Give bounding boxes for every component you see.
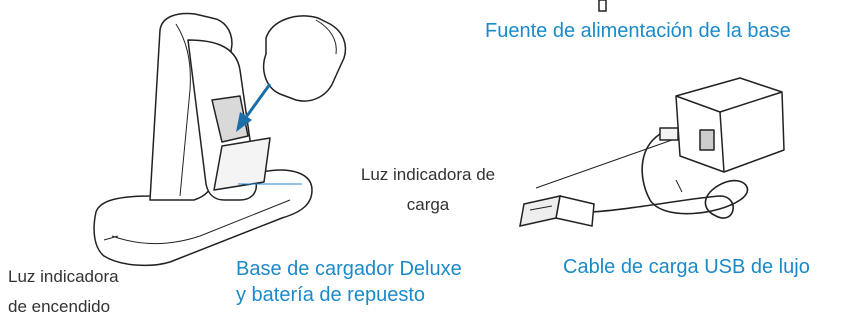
usb-power-adapter xyxy=(659,77,785,173)
usb-cable xyxy=(589,133,749,219)
usb-plug xyxy=(519,195,595,227)
spare-battery xyxy=(262,15,347,102)
power-light-label-line1: Luz indicadora xyxy=(8,267,119,286)
charge-indicator-label: Luz indicadora de carga xyxy=(338,160,518,220)
power-supply-label: Fuente de alimentación de la base xyxy=(485,20,791,42)
usb-cable-label: Cable de carga USB de lujo xyxy=(563,256,810,278)
usb-cable-leader xyxy=(535,139,673,189)
plug-icon xyxy=(598,0,607,12)
charger-base xyxy=(93,12,313,267)
power-light-leader xyxy=(103,235,119,241)
base-label-line1: Base de cargador Deluxe xyxy=(236,258,462,280)
base-and-battery-label: Base de cargador Deluxe y batería de rep… xyxy=(236,256,462,308)
charge-indicator-label-line2: carga xyxy=(406,195,450,214)
charge-indicator-label-line1: Luz indicadora de xyxy=(360,165,496,184)
power-light-label-line2: de encendido xyxy=(8,297,111,316)
power-light-label: Luz indicadora de encendido xyxy=(8,262,119,322)
base-label-line2: y batería de repuesto xyxy=(236,284,426,306)
insert-arrow xyxy=(236,83,272,132)
